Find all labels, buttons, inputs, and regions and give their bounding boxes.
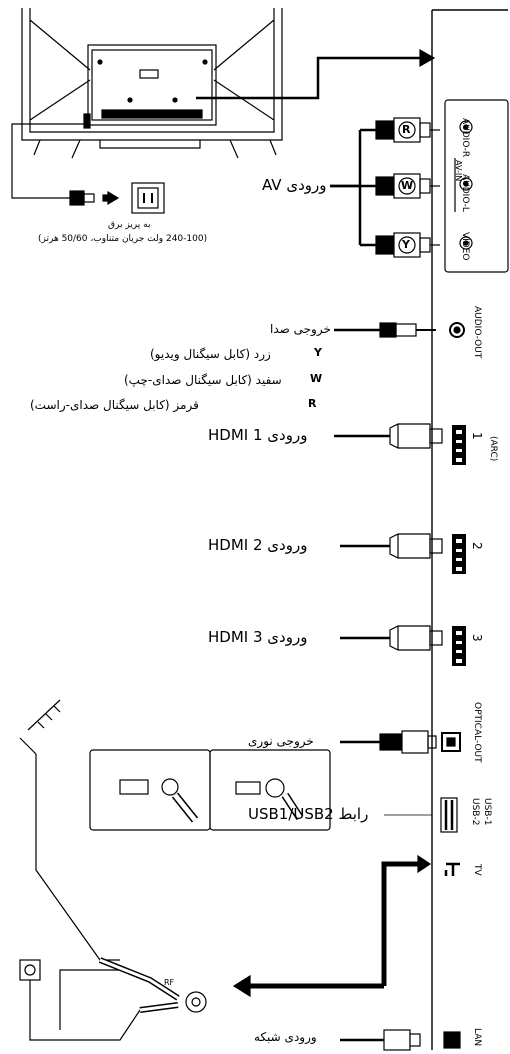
lan-port-label: LAN [472, 1028, 482, 1047]
usb-2-port-label: USB-2 [470, 798, 480, 826]
legend-yellow-letter: Y [314, 346, 322, 359]
plug-letter-r: R [402, 123, 411, 136]
hdmi-1-port-num: 1 [470, 432, 484, 440]
audio-out-port-label: AUDIO-OUT [472, 306, 482, 359]
video-port-label: VIDEO [460, 232, 470, 261]
av-in-panel-label: AV-IN [454, 160, 463, 182]
tv-port-label: TV [472, 864, 482, 876]
optical-out-label: خروجی نوری [248, 734, 314, 748]
legend-red-letter: R [308, 397, 317, 410]
hdmi-3-port-num: 3 [470, 634, 484, 642]
legend-yellow-text: زرد (کابل سیگنال ویدیو) [150, 347, 271, 361]
lan-label: ورودی شبکه [254, 1030, 317, 1044]
hdmi-3-label: ورودی HDMI 3 [208, 628, 308, 646]
usb-1-port-label: USB-1 [482, 798, 492, 826]
av-input-label: ورودی AV [262, 176, 327, 194]
legend-white-text: سفید (کابل سیگنال صدای-چپ) [124, 373, 282, 387]
hdmi-1-arc-label: (ARC) [488, 436, 498, 462]
power-outlet-label: به پریز برق [108, 220, 151, 230]
audio-out-label: خروجی صدا [270, 322, 331, 336]
hdmi-2-label: ورودی HDMI 2 [208, 536, 308, 554]
antenna-illustration [19, 699, 331, 1041]
plug-letter-y: Y [402, 238, 410, 251]
usb-label: رابط USB1/USB2 [248, 805, 369, 823]
plug-letter-w: W [401, 179, 414, 192]
hdmi-2-port-num: 2 [470, 542, 484, 550]
rf-label: RF [164, 978, 175, 987]
legend-white-letter: W [310, 372, 323, 385]
power-spec-label: (240-100 ولت جریان متناوب، 50/60 هرتز) [38, 234, 208, 244]
legend-red-text: قرمز (کابل سیگنال صدای-راست) [30, 398, 199, 412]
audio-r-port-label: AUDIO-R [460, 118, 470, 158]
hdmi-1-label: ورودی HDMI 1 [208, 426, 308, 444]
hdmi-cables [340, 423, 443, 651]
optical-out-port-label: OPTICAL-OUT [472, 702, 482, 763]
tv-back-illustration [21, 8, 283, 159]
